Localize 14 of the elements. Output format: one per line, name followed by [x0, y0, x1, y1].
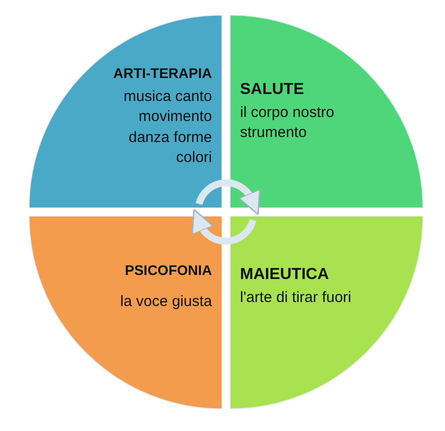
quadrant-segment	[29, 216, 222, 409]
segment-text: musica canto movimento danza forme colori	[122, 87, 212, 168]
segment-heading: MAIEUTICA	[240, 266, 330, 284]
segment-text: il corpo nostro strumento	[240, 103, 336, 144]
quadrant-segment	[230, 216, 423, 409]
segment-heading: PSICOFONIA	[124, 262, 212, 278]
quadrant-segment	[29, 15, 222, 208]
segment-text: l'arte di tirar fuori	[240, 288, 352, 308]
curved-arrow	[192, 209, 256, 245]
curved-arrow	[196, 179, 260, 215]
quadrant-segment	[230, 15, 423, 208]
segment-heading: SALUTE	[240, 81, 305, 99]
segment-text: la voce giusta	[119, 292, 212, 312]
segment-heading: ARTI-TERAPIA	[112, 65, 212, 81]
